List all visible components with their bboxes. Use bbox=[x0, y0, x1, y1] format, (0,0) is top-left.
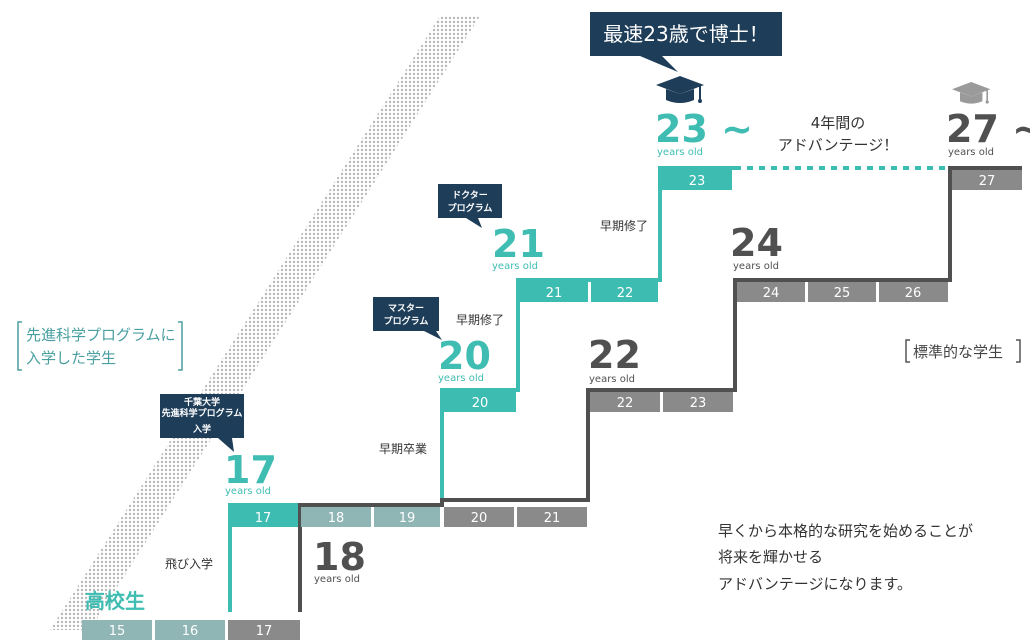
years-old-20: years old bbox=[438, 373, 484, 384]
years-old-18: years old bbox=[314, 574, 360, 585]
callout-master: マスター プログラム bbox=[373, 297, 442, 340]
cell-label-gray-27: 27 bbox=[979, 174, 996, 189]
cell-label-gray-21: 21 bbox=[544, 511, 561, 526]
note-early-master: 早期修了 bbox=[456, 312, 504, 327]
years-old-17: years old bbox=[225, 486, 271, 497]
cell-label-teal-22: 22 bbox=[617, 286, 634, 301]
age-gray-18: 18 bbox=[313, 535, 366, 579]
dotted-progress-arrow bbox=[50, 16, 480, 630]
cell-shared-18 bbox=[301, 507, 371, 527]
cell-gray-21 bbox=[517, 507, 587, 527]
message-line2: 将来を輝かせる bbox=[718, 548, 823, 566]
cell-teal-17 bbox=[228, 507, 298, 527]
headline-text: 最速23歳で博士！ bbox=[603, 22, 768, 46]
cell-gray-20 bbox=[444, 507, 514, 527]
cell-label-17-gray: 17 bbox=[256, 624, 273, 639]
cell-label-gray-23: 23 bbox=[690, 396, 707, 411]
cell-label-gray-22: 22 bbox=[617, 396, 634, 411]
cell-shared-19 bbox=[374, 507, 440, 527]
cell-gray-25 bbox=[808, 282, 876, 302]
age-teal-20: 20 bbox=[438, 334, 491, 378]
callout-doctor: ドクター プログラム bbox=[438, 184, 502, 228]
cell-teal-22 bbox=[591, 282, 658, 302]
years-old-24: years old bbox=[733, 261, 779, 272]
note-skip-entry: 飛び入学 bbox=[165, 556, 213, 571]
callout-master-line2: プログラム bbox=[384, 315, 429, 327]
cell-label-gray-26: 26 bbox=[905, 286, 922, 301]
cell-gray-26 bbox=[879, 282, 948, 302]
years-old-22: years old bbox=[589, 374, 635, 385]
age-teal-17: 17 bbox=[224, 448, 277, 492]
cell-base-16 bbox=[155, 620, 225, 640]
cell-label-18: 18 bbox=[328, 511, 345, 526]
cell-gray-24 bbox=[737, 282, 805, 302]
advanced-label-line1: 先進科学プログラムに bbox=[26, 326, 176, 344]
advanced-label-line2: 入学した学生 bbox=[26, 349, 116, 367]
cell-base-15 bbox=[82, 620, 152, 640]
note-early-graduation: 早期卒業 bbox=[379, 442, 427, 456]
years-old-23: years old bbox=[657, 147, 703, 158]
years-old-21: years old bbox=[492, 261, 538, 272]
years-old-27: years old bbox=[948, 147, 994, 158]
message-line3: アドバンテージになります。 bbox=[718, 575, 912, 593]
cell-label-gray-24: 24 bbox=[763, 286, 780, 301]
cell-label-teal-20: 20 bbox=[472, 396, 489, 411]
message-line1: 早くから本格的な研究を始めることが bbox=[718, 522, 973, 540]
callout-master-line1: マスター bbox=[388, 302, 424, 314]
high-school-label: 高校生 bbox=[85, 589, 145, 613]
age-teal-23: 23 ~ bbox=[655, 107, 753, 151]
cell-label-15: 15 bbox=[109, 624, 126, 639]
age-gray-22: 22 bbox=[588, 333, 641, 377]
cell-base-17 bbox=[228, 620, 300, 640]
headline-bubble: 最速23歳で博士！ bbox=[590, 12, 782, 72]
cell-teal-23 bbox=[662, 170, 732, 190]
cell-label-16: 16 bbox=[182, 624, 199, 639]
callout-entry: 千葉大学 先進科学プログラム 入学 bbox=[160, 394, 244, 452]
standard-path-line bbox=[298, 166, 1022, 612]
age-gray-27: 27 ~ bbox=[946, 107, 1030, 151]
cell-gray-22 bbox=[590, 392, 660, 412]
graduation-cap-icon bbox=[952, 82, 991, 104]
cell-gray-23 bbox=[663, 392, 733, 412]
cell-label-gray-20: 20 bbox=[471, 511, 488, 526]
callout-entry-line2: 先進科学プログラム bbox=[162, 407, 243, 419]
advanced-students-label: 先進科学プログラムに 入学した学生 bbox=[17, 321, 183, 371]
age-teal-21: 21 bbox=[492, 222, 545, 266]
callout-entry-line3: 入学 bbox=[192, 423, 211, 435]
standard-label-text: 標準的な学生 bbox=[913, 343, 1003, 361]
standard-students-label: 標準的な学生 bbox=[905, 339, 1021, 363]
callout-doctor-line1: ドクター bbox=[452, 189, 488, 201]
cell-label-teal-17: 17 bbox=[255, 511, 272, 526]
advantage-note-line2: アドバンテージ！ bbox=[778, 136, 898, 154]
cell-label-gray-25: 25 bbox=[834, 286, 851, 301]
cell-teal-20 bbox=[444, 392, 516, 412]
cell-label-teal-23: 23 bbox=[689, 174, 706, 189]
cell-label-19: 19 bbox=[399, 511, 416, 526]
advantage-note-line1: 4年間の bbox=[811, 114, 866, 132]
graduation-cap-icon bbox=[656, 76, 704, 103]
cell-label-teal-21: 21 bbox=[546, 286, 563, 301]
cell-teal-21 bbox=[520, 282, 588, 302]
callout-doctor-line2: プログラム bbox=[448, 202, 493, 214]
note-early-doctor: 早期修了 bbox=[600, 218, 648, 233]
age-gray-24: 24 bbox=[730, 221, 783, 265]
cell-gray-27 bbox=[952, 170, 1022, 190]
callout-entry-line1: 千葉大学 bbox=[184, 396, 220, 408]
